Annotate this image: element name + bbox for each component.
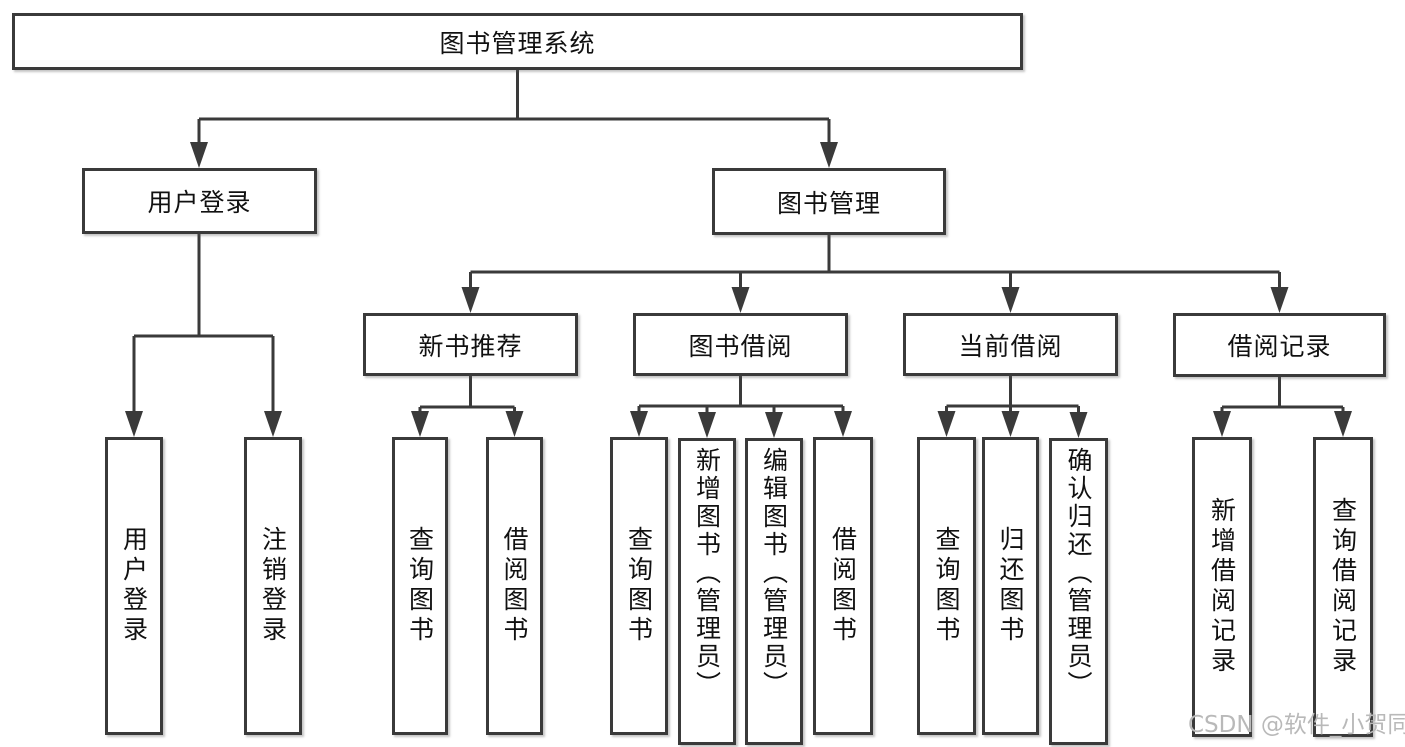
node-root: 图书管理系统 — [12, 13, 1023, 70]
leaf-add-borrow-record: 新增借阅记录 — [1192, 437, 1252, 737]
leaf-query-books-recommend-label: 查询图书 — [405, 526, 435, 646]
leaf-query-books-current: 查询图书 — [917, 437, 976, 735]
node-book-management: 图书管理 — [712, 168, 946, 235]
leaf-query-borrow-record: 查询借阅记录 — [1313, 437, 1373, 737]
leaf-user-login-label: 用户登录 — [119, 526, 149, 646]
leaf-return-books: 归还图书 — [982, 437, 1039, 735]
leaf-logout: 注销登录 — [244, 437, 302, 735]
leaf-query-books-recommend: 查询图书 — [392, 437, 448, 735]
node-user-login-label: 用户登录 — [147, 188, 252, 217]
leaf-edit-book-admin: 编辑图书（管理员） — [745, 438, 803, 745]
leaf-add-book-admin: 新增图书（管理员） — [678, 438, 736, 745]
leaf-confirm-return-admin: 确认归还（管理员） — [1049, 438, 1108, 745]
node-current-borrowing-label: 当前借阅 — [958, 331, 1063, 361]
node-borrowing-records: 借阅记录 — [1173, 313, 1386, 377]
leaf-query-borrow-record-label: 查询借阅记录 — [1328, 497, 1358, 677]
leaf-return-books-label: 归还图书 — [996, 526, 1025, 646]
node-current-borrowing: 当前借阅 — [903, 313, 1118, 376]
csdn-watermark: CSDN @软件_小贺同学 — [1188, 712, 1405, 738]
node-new-book-recommendation: 新书推荐 — [363, 313, 578, 376]
leaf-edit-book-admin-label: 编辑图书（管理员） — [759, 447, 789, 699]
node-borrowing-records-label: 借阅记录 — [1227, 332, 1332, 361]
node-new-book-recommendation-label: 新书推荐 — [418, 331, 523, 361]
leaf-borrow-books-recommend: 借阅图书 — [486, 437, 543, 735]
arrowheads — [125, 142, 1352, 438]
leaf-borrow-books-label: 借阅图书 — [828, 526, 858, 646]
node-book-management-label: 图书管理 — [776, 188, 881, 218]
leaf-add-book-admin-label: 新增图书（管理员） — [692, 447, 722, 699]
node-user-login: 用户登录 — [82, 168, 317, 234]
node-root-label: 图书管理系统 — [439, 28, 596, 58]
node-book-borrowing: 图书借阅 — [633, 313, 848, 376]
leaf-confirm-return-admin-label: 确认归还（管理员） — [1064, 447, 1093, 699]
leaf-logout-label: 注销登录 — [258, 526, 288, 646]
leaf-query-books-borrow: 查询图书 — [610, 437, 668, 735]
node-book-borrowing-label: 图书借阅 — [688, 331, 793, 361]
leaf-query-books-current-label: 查询图书 — [932, 526, 961, 646]
leaf-user-login: 用户登录 — [105, 437, 163, 735]
leaf-borrow-books: 借阅图书 — [813, 437, 873, 735]
leaf-add-borrow-record-label: 新增借阅记录 — [1207, 497, 1237, 677]
leaf-query-books-borrow-label: 查询图书 — [624, 526, 654, 646]
leaf-borrow-books-recommend-label: 借阅图书 — [500, 526, 529, 646]
